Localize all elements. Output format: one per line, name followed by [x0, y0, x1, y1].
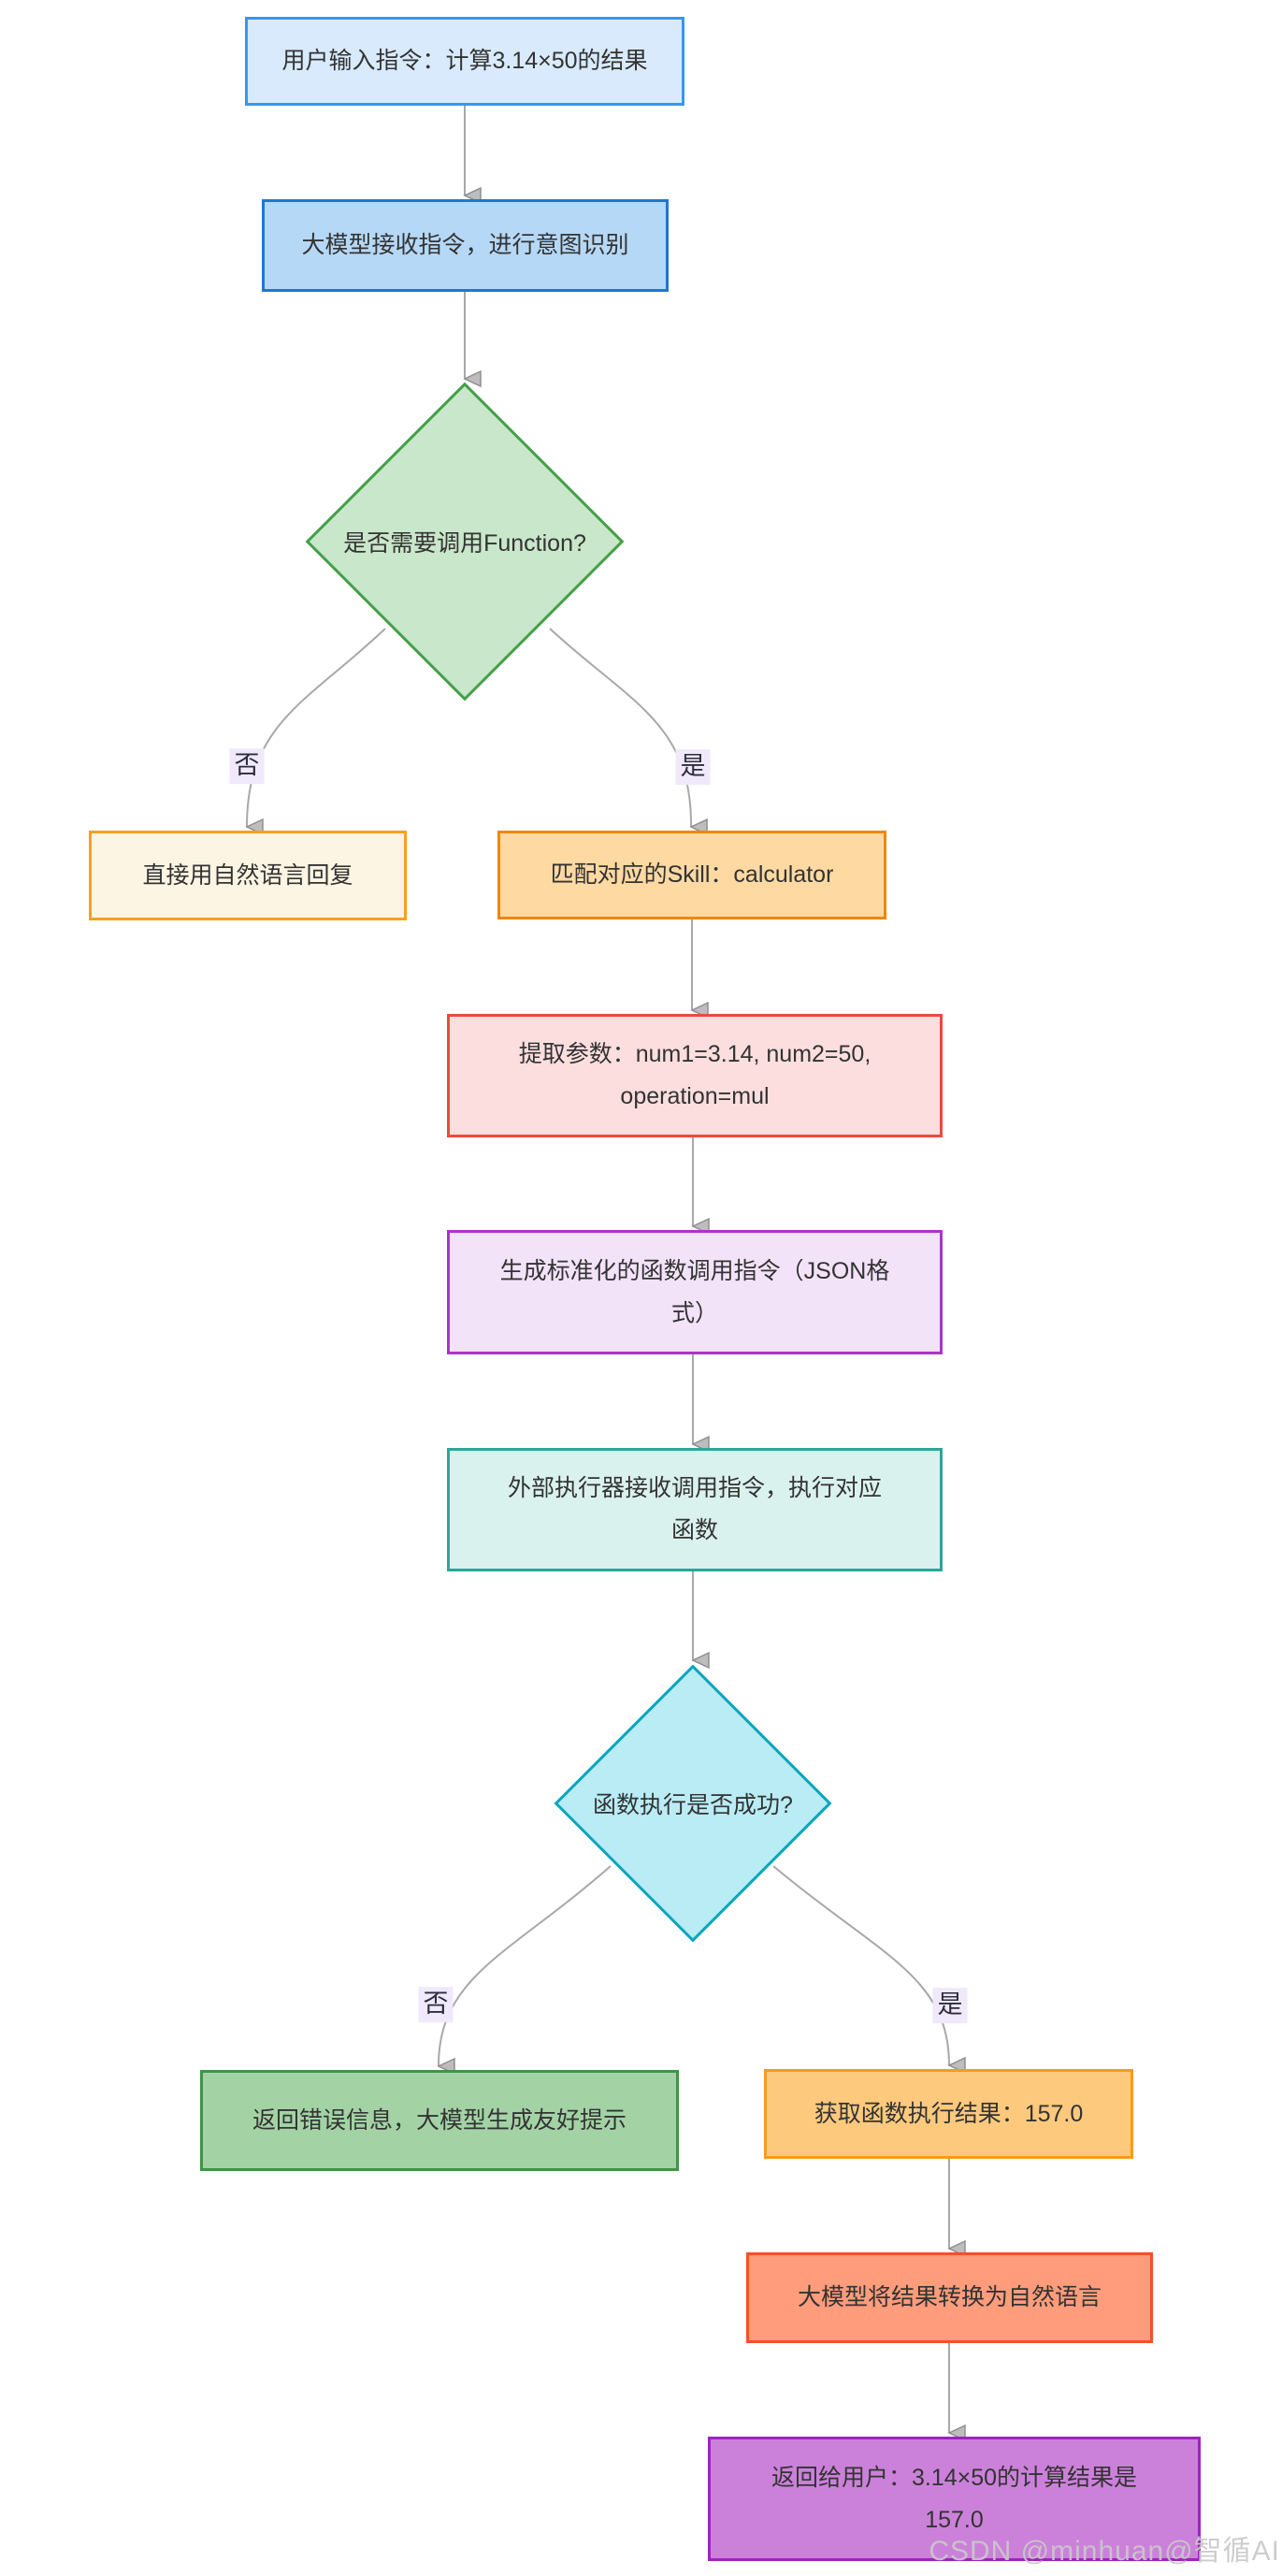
node-llm-receive: 大模型接收指令，进行意图识别: [262, 199, 669, 292]
diamond-label: 是否需要调用Function?: [343, 530, 586, 557]
edge-label-no-2: 否: [418, 1987, 454, 2022]
node-get-result: 获取函数执行结果：157.0: [764, 2069, 1133, 2159]
node-skill-match: 匹配对应的Skill：calculator: [497, 831, 886, 919]
node-final-reply: 返回给用户：3.14×50的计算结果是157.0: [708, 2437, 1201, 2561]
node-generate-json: 生成标准化的函数调用指令（JSON格式）: [447, 1230, 943, 1354]
csdn-watermark: CSDN @minhuan@智循AI: [929, 2536, 1280, 2567]
node-executor: 外部执行器接收调用指令，执行对应函数: [447, 1448, 943, 1571]
edge-label-no-1: 否: [229, 748, 265, 784]
node-error-notice: 返回错误信息，大模型生成友好提示: [200, 2070, 679, 2171]
diamond-label: 函数执行是否成功?: [593, 1792, 793, 1818]
edge-needfunction-skillmatch: [549, 628, 708, 836]
edge-label-yes-2: 是: [932, 1988, 968, 2023]
node-need-function-decision: 是否需要调用Function?: [305, 382, 625, 702]
edge-success-getresult: [772, 1865, 966, 2075]
node-natural-reply: 直接用自然语言回复: [89, 831, 407, 920]
edge-success-error: [437, 1865, 612, 2076]
node-extract-params: 提取参数：num1=3.14, num2=50, operation=mul: [447, 1014, 943, 1137]
node-exec-success-decision: 函数执行是否成功?: [554, 1664, 832, 1943]
node-to-natural-language: 大模型将结果转换为自然语言: [746, 2252, 1153, 2343]
edge-needfunction-naturalreply: [245, 628, 386, 836]
edge-label-yes-1: 是: [675, 749, 711, 785]
node-user-input: 用户输入指令：计算3.14×50的结果: [245, 17, 684, 106]
